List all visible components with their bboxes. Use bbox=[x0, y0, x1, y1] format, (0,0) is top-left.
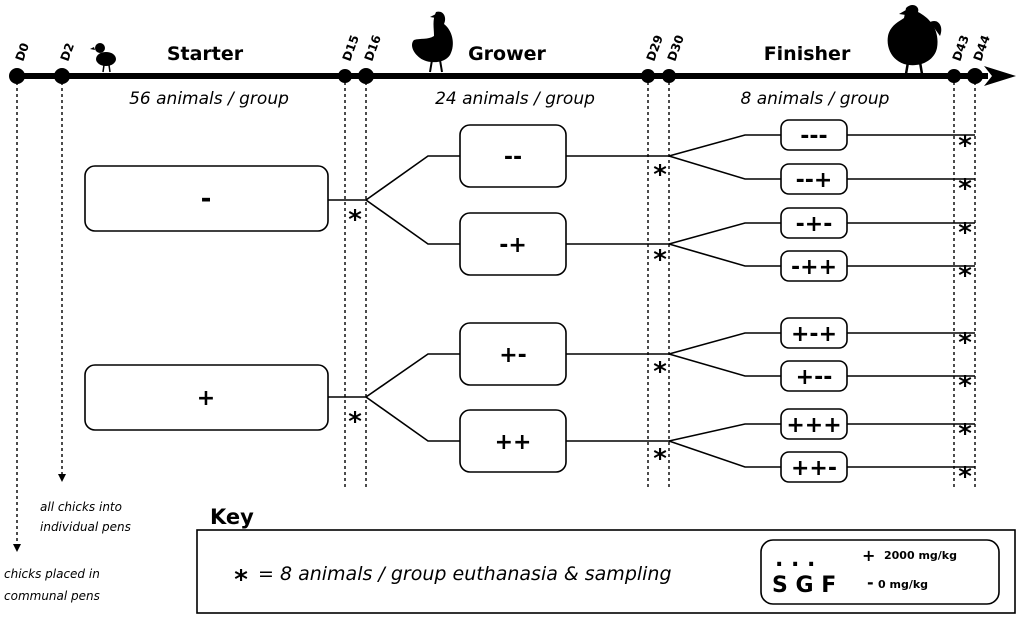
count-starter: 56 animals / group bbox=[129, 89, 289, 109]
day-label-d2: D2 bbox=[58, 41, 77, 63]
finisher-box-7 bbox=[780, 408, 848, 440]
branch-to-plus-minus bbox=[365, 353, 460, 398]
note-d2-line1: all chicks into bbox=[40, 500, 122, 514]
legend-letters: S G F bbox=[772, 573, 836, 598]
branch-to-minus-minus bbox=[365, 155, 460, 201]
day-label-d15: D15 bbox=[340, 33, 362, 63]
sampling-star-d43-5: * bbox=[958, 328, 972, 358]
chick-icon bbox=[90, 43, 116, 73]
day-dot-d43 bbox=[947, 69, 961, 83]
legend-box bbox=[760, 539, 1000, 605]
branch-f8 bbox=[668, 440, 781, 468]
legend-minus-sign: - bbox=[867, 573, 874, 592]
note-d0-line1: chicks placed in bbox=[4, 567, 100, 581]
day-dot-d2 bbox=[54, 68, 70, 84]
sampling-star-d29-3: * bbox=[653, 357, 667, 387]
key-star-text: = 8 animals / group euthanasia & samplin… bbox=[258, 563, 672, 585]
branch-f5 bbox=[668, 332, 781, 355]
d2-arrowhead bbox=[58, 474, 66, 482]
grower-box-4 bbox=[459, 409, 567, 473]
grower-label-1: -- bbox=[504, 145, 522, 170]
finisher-label-8: ++- bbox=[791, 456, 837, 481]
day-dot-d0 bbox=[9, 68, 25, 84]
sampling-star-d43-3: * bbox=[958, 218, 972, 248]
finisher-box-8 bbox=[780, 451, 848, 483]
sampling-star-d43-4: * bbox=[958, 261, 972, 291]
finisher-label-5: +-+ bbox=[791, 322, 837, 347]
grower-box-1 bbox=[459, 124, 567, 188]
phase-finisher: Finisher bbox=[764, 43, 851, 65]
legend-minus-label: 0 mg/kg bbox=[878, 578, 928, 591]
grower-label-2: -+ bbox=[499, 233, 527, 258]
sampling-star-d43-8: * bbox=[958, 462, 972, 492]
finisher-box-2 bbox=[780, 163, 848, 195]
grower-label-3: +- bbox=[499, 343, 527, 368]
finisher-label-2: --+ bbox=[796, 168, 833, 193]
grower-box-2 bbox=[459, 212, 567, 276]
sampling-star-d43-2: * bbox=[958, 174, 972, 204]
sampling-star-d43-1: * bbox=[958, 131, 972, 161]
finisher-label-7: +++ bbox=[786, 413, 841, 438]
sampling-star-d15-2: * bbox=[348, 407, 362, 437]
branch-f4 bbox=[668, 243, 781, 267]
finisher-box-6 bbox=[780, 360, 848, 392]
day-label-d0: D0 bbox=[13, 41, 32, 63]
hen-icon bbox=[887, 5, 942, 75]
finisher-label-1: --- bbox=[800, 124, 827, 149]
finisher-label-4: -++ bbox=[791, 255, 837, 280]
starter-label-minus: - bbox=[201, 184, 212, 214]
branch-to-plus-plus bbox=[365, 396, 460, 442]
sampling-star-d43-6: * bbox=[958, 371, 972, 401]
legend-plus-sign: + bbox=[862, 546, 875, 565]
legend-plus-label: 2000 mg/kg bbox=[884, 549, 957, 562]
finisher-box-4 bbox=[780, 250, 848, 282]
starter-box-plus bbox=[84, 364, 329, 431]
day-dot-d15 bbox=[338, 69, 352, 83]
day-dot-d44 bbox=[967, 68, 983, 84]
finisher-label-3: -+- bbox=[796, 212, 833, 237]
legend-dots: . . . bbox=[775, 547, 815, 572]
branch-f7 bbox=[668, 423, 781, 442]
day-dot-d29 bbox=[641, 69, 655, 83]
branch-f1 bbox=[668, 134, 781, 157]
timeline-arrowhead bbox=[984, 66, 1016, 86]
branch-f3 bbox=[668, 222, 781, 245]
note-d0-line2: communal pens bbox=[4, 589, 100, 603]
sampling-star-d43-7: * bbox=[958, 419, 972, 449]
day-label-d43: D43 bbox=[950, 33, 972, 63]
day-label-d29: D29 bbox=[644, 33, 666, 63]
day-label-d16: D16 bbox=[362, 33, 384, 63]
count-finisher: 8 animals / group bbox=[741, 89, 890, 109]
finisher-box-1 bbox=[780, 119, 848, 151]
finisher-label-6: +-- bbox=[796, 365, 833, 390]
day-dot-d30 bbox=[662, 69, 676, 83]
day-dot-d16 bbox=[358, 68, 374, 84]
grower-bird-icon bbox=[412, 11, 453, 73]
starter-label-plus: + bbox=[197, 386, 215, 411]
d0-arrowhead bbox=[13, 544, 21, 552]
finisher-box-3 bbox=[780, 207, 848, 239]
sampling-star-d29-4: * bbox=[653, 444, 667, 474]
key-star-symbol: * bbox=[234, 565, 248, 595]
starter-box-minus bbox=[84, 165, 329, 232]
branch-to-minus-plus bbox=[365, 199, 460, 245]
phase-starter: Starter bbox=[167, 43, 244, 65]
branch-f6 bbox=[668, 353, 781, 377]
branch-f2 bbox=[668, 155, 781, 180]
phase-grower: Grower bbox=[468, 43, 546, 65]
sampling-star-d29-2: * bbox=[653, 245, 667, 275]
key-title: Key bbox=[210, 505, 254, 529]
sampling-star-d15-1: * bbox=[348, 205, 362, 235]
finisher-box-5 bbox=[780, 317, 848, 349]
day-label-d30: D30 bbox=[665, 33, 687, 63]
sampling-star-d29-1: * bbox=[653, 160, 667, 190]
count-grower: 24 animals / group bbox=[435, 89, 595, 109]
grower-box-3 bbox=[459, 322, 567, 386]
grower-label-4: ++ bbox=[495, 430, 532, 455]
note-d2-line2: individual pens bbox=[40, 520, 131, 534]
day-label-d44: D44 bbox=[971, 33, 993, 63]
